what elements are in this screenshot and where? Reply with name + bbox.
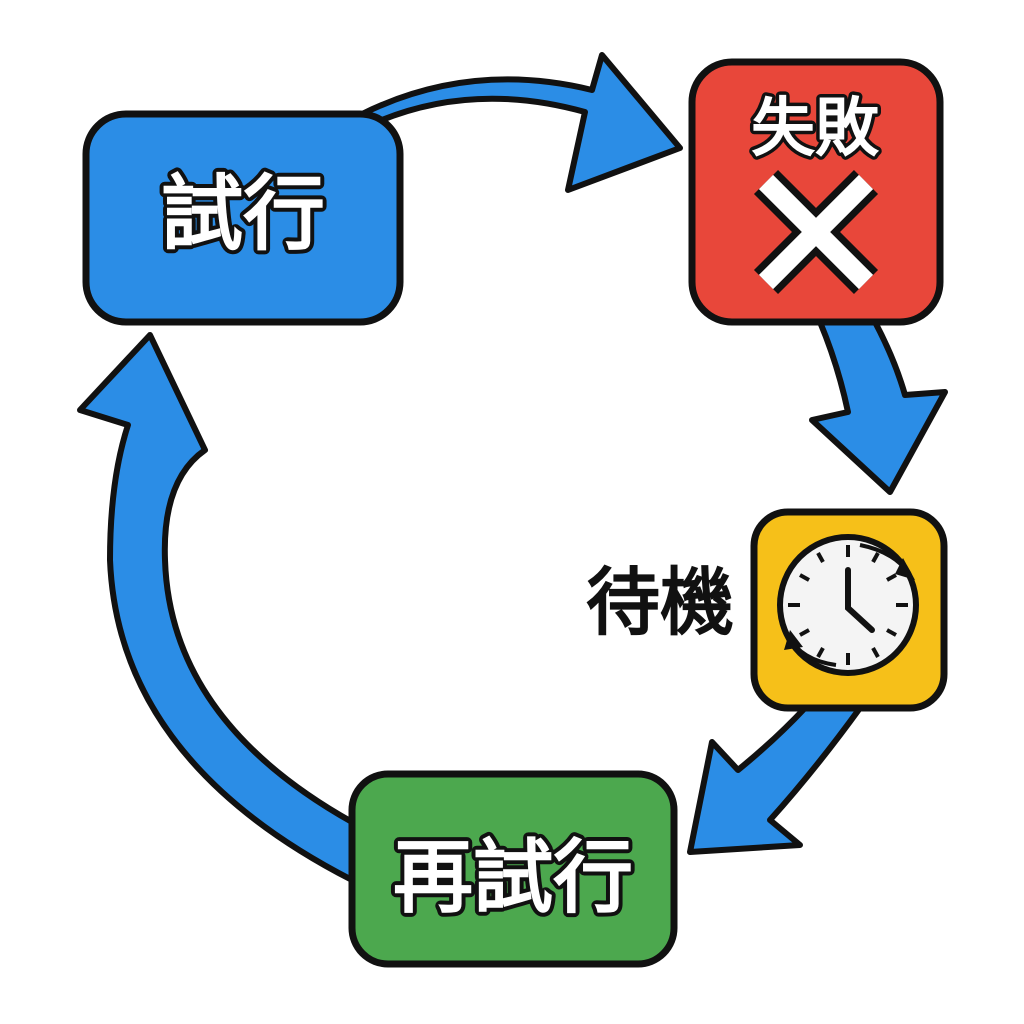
node-try-label: 試行 — [161, 167, 325, 262]
x-mark-icon — [753, 169, 879, 295]
node-wait-label: 待機 — [586, 560, 734, 646]
node-try: 試行 — [82, 110, 404, 326]
arrow-fail-to-wait — [809, 319, 948, 495]
node-wait — [750, 508, 948, 712]
arrow-retry-to-try — [77, 332, 355, 883]
arrow-wait-to-retry — [687, 705, 863, 855]
node-retry: 再試行 — [348, 770, 678, 968]
node-retry-label: 再試行 — [393, 831, 633, 924]
arrow-try-to-fail — [357, 52, 683, 193]
node-fail: 失敗 — [688, 58, 944, 326]
clock-icon — [777, 534, 919, 676]
node-fail-label: 失敗 — [751, 92, 880, 166]
